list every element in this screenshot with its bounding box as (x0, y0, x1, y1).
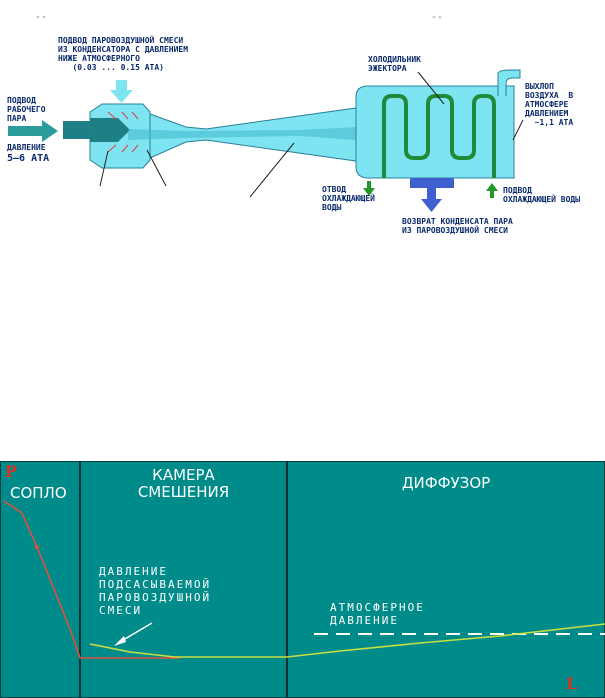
cooler-label: холодильник эжектора (368, 55, 421, 73)
section-mixing-label: КАМЕРА СМЕШЕНИЯ (137, 466, 230, 501)
condensate-return-label: возврат конденсата пара из паровоздушной… (402, 217, 513, 235)
suction-feed-label: подвод паровоздушной смеси из конденсато… (58, 36, 189, 72)
cooling-water-out-label: отвод охлаждающей воды (322, 185, 375, 212)
mixture-pressure-curve (89, 623, 605, 658)
cooler-coil (382, 94, 496, 178)
leader-lines (99, 71, 524, 198)
axis-l-label: L (566, 674, 578, 693)
steam-inlet-arrow (8, 120, 58, 142)
stray-mark: " " (36, 15, 46, 24)
working-steam-label: подвод рабочего пара (7, 96, 46, 123)
cooling-water-in-arrow (486, 183, 498, 198)
ejector-schematic: " " " " (8, 15, 524, 212)
suction-pressure-note: ДАВЛЕНИЕ ПОДСАСЫВАЕМОЙ ПАРОВОЗДУШНОЙ СМЕ… (99, 565, 212, 617)
nozzle-body (63, 103, 151, 169)
jet-arrows (107, 111, 139, 153)
cooling-water-in-label: подвод охлаждающей воды (503, 186, 581, 204)
pressure-profile-panel: P L СОПЛО КАМЕРА СМЕШЕНИЯ ДИФФУЗОР ДАВЛЕ… (0, 461, 605, 698)
stray-mark: " " (432, 15, 442, 24)
axis-p-label: P (5, 462, 18, 481)
cooling-water-out-arrow (363, 181, 375, 196)
pressure-value: 5—6 ата (7, 153, 50, 164)
mixing-chamber (128, 107, 357, 162)
suction-arrow (110, 80, 133, 103)
air-exhaust-label: выхлоп воздуха в атмосфере давлением ~1,… (525, 82, 574, 127)
condensate-return-arrow (410, 178, 454, 212)
pressure-label: давление (7, 143, 46, 152)
curve-point (35, 545, 39, 549)
section-nozzle-label: СОПЛО (10, 484, 67, 502)
pressure-profile-plot (0, 461, 605, 698)
steam-pressure-curve (3, 500, 180, 659)
section-diffuser-label: ДИФФУЗОР (401, 474, 491, 492)
atmospheric-pressure-note: АТМОСФЕРНОЕ ДАВЛЕНИЕ (330, 601, 425, 627)
